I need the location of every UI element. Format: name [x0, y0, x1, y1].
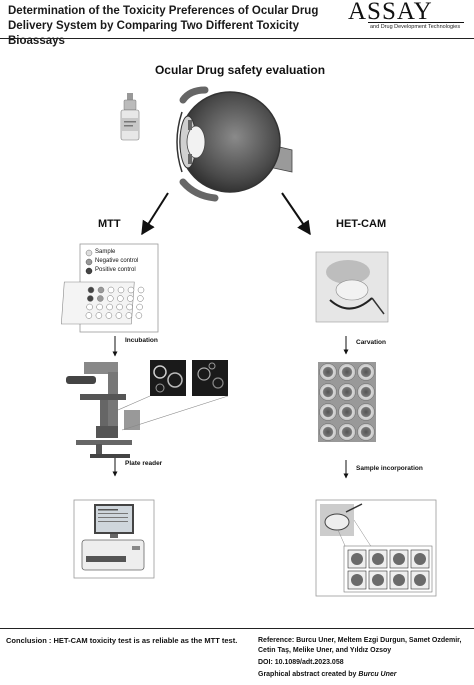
eye-drop-bottle-icon: [120, 93, 140, 141]
microscopy-image-2: [192, 360, 228, 396]
legend-positive-control: Positive control: [95, 267, 136, 273]
legend-sample: Sample: [95, 249, 116, 255]
cam-membrane: [414, 553, 426, 565]
well: [97, 286, 105, 294]
step-incubation: Incubation: [125, 337, 158, 344]
journal-logo: ASSAY and Drug Development Technologies: [348, 0, 468, 34]
microscopy-image-1: [150, 360, 186, 396]
well: [87, 286, 95, 294]
step-sample-incorporation: Sample incorporation: [356, 465, 423, 472]
well: [106, 303, 113, 311]
cam-membrane: [351, 574, 363, 586]
cam-membrane: [351, 553, 363, 565]
cam-membrane: [372, 553, 384, 565]
well: [87, 295, 94, 302]
footer-separator: [0, 628, 474, 629]
hetcam-branch-label: HET-CAM: [336, 218, 387, 230]
doi-text: DOI: 10.1089/adt.2023.058: [258, 659, 344, 666]
cam-membrane: [393, 553, 405, 565]
egg: [357, 423, 375, 441]
well: [135, 312, 143, 319]
step-carvation: Carvation: [356, 339, 386, 346]
well: [137, 286, 145, 294]
graphical-abstract-title: Determination of the Toxicity Preference…: [8, 5, 319, 47]
egg-opening-photo: [315, 251, 389, 323]
egg: [338, 383, 356, 401]
egg: [338, 423, 356, 441]
egg: [357, 403, 375, 421]
diagram-title: Ocular Drug safety evaluation: [154, 63, 326, 77]
well: [95, 312, 103, 319]
egg: [319, 403, 337, 421]
journal-logo-text: ASSAY: [348, 0, 433, 25]
well: [136, 303, 143, 311]
well: [116, 303, 123, 311]
step-plate-reader: Plate reader: [125, 460, 163, 467]
legend-negative-control: Negative control: [95, 258, 139, 264]
arrow-to-mtt: [141, 192, 169, 236]
microscope-illustration: [66, 362, 140, 458]
well: [97, 295, 104, 302]
egg: [338, 363, 356, 381]
header-separator: [0, 38, 474, 39]
well: [115, 312, 123, 319]
egg: [338, 403, 356, 421]
journal-logo-rule: [368, 22, 464, 23]
well: [107, 295, 114, 302]
plate-reader-panel: [73, 499, 155, 579]
well: [96, 303, 103, 311]
reference-text: Reference: Burcu Uner, Meltem Ezgi Durgu…: [258, 637, 462, 654]
well: [117, 295, 124, 302]
eye-cross-section-illustration: [176, 86, 293, 202]
well: [107, 286, 115, 294]
egg: [319, 423, 337, 441]
egg: [357, 363, 375, 381]
well-plate-wells: [85, 286, 145, 319]
egg-tray-eggs: [319, 363, 375, 441]
egg: [319, 383, 337, 401]
well: [105, 312, 113, 319]
credit-author: Burcu Uner: [358, 671, 397, 678]
cam-membrane: [393, 574, 405, 586]
well: [126, 303, 133, 311]
arrow-to-hetcam: [281, 192, 311, 236]
well: [85, 312, 93, 319]
egg: [357, 383, 375, 401]
cam-membrane: [414, 574, 426, 586]
journal-logo-subtitle: and Drug Development Technologies: [370, 24, 461, 30]
credit-text: Graphical abstract created by Burcu Uner: [258, 670, 397, 680]
mtt-branch-label: MTT: [98, 218, 121, 230]
egg: [319, 363, 337, 381]
well: [127, 286, 135, 294]
well: [86, 303, 93, 311]
conclusion-text: Conclusion : HET-CAM toxicity test is as…: [6, 636, 238, 645]
cam-membrane: [372, 574, 384, 586]
well: [137, 295, 144, 302]
well: [125, 312, 133, 319]
well: [127, 295, 134, 302]
credit-prefix: Graphical abstract created by: [258, 671, 359, 678]
cam-result-thumbnails: [347, 549, 430, 590]
well: [117, 286, 125, 294]
